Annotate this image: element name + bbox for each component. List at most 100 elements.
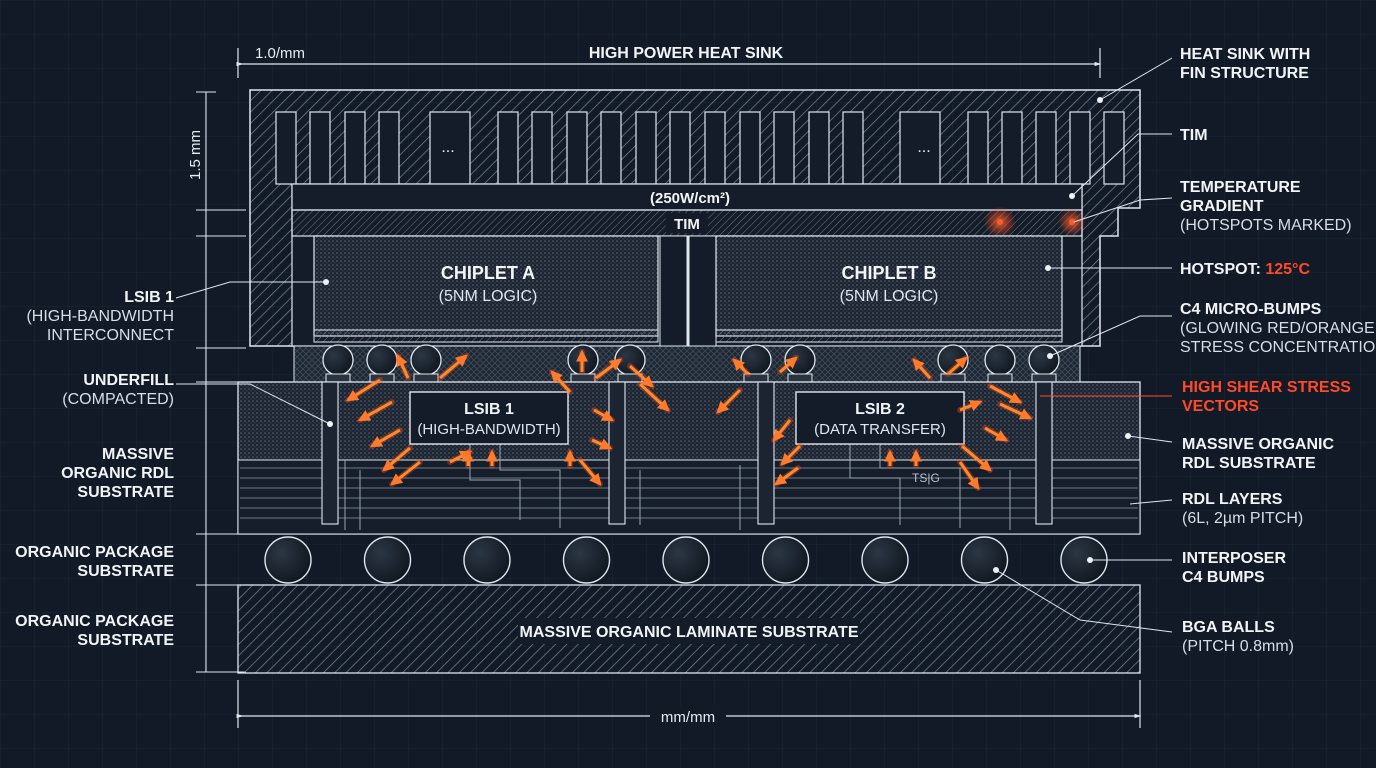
stress-arrow bbox=[780, 444, 802, 466]
label-high-shear-stress: HIGH SHEAR STRESS VECTORS bbox=[1182, 378, 1351, 416]
bottom-scale-bg bbox=[650, 706, 726, 726]
label-shear-line2: VECTORS bbox=[1182, 398, 1260, 415]
micro-bump-pad bbox=[325, 373, 351, 383]
chiplet-a-subtitle: (5NM LOGIC) bbox=[439, 288, 538, 305]
label-bga-line2: (PITCH 0.8mm) bbox=[1182, 638, 1294, 655]
fin-slot bbox=[566, 111, 588, 185]
fin-slot bbox=[1103, 111, 1125, 185]
label-pkg2-line2: SUBSTRATE bbox=[77, 632, 174, 649]
stress-arrow bbox=[984, 426, 1009, 442]
label-lsib1-line1: LSIB 1 bbox=[124, 289, 174, 306]
stress-arrow bbox=[716, 388, 742, 414]
bga-ball bbox=[761, 536, 810, 584]
fin-slot bbox=[635, 111, 657, 185]
fin-slot bbox=[669, 111, 691, 185]
top-scale-label: 1.0/mm bbox=[255, 45, 305, 62]
label-heatsink-line1: HEAT SINK WITH bbox=[1180, 46, 1311, 63]
stress-arrow bbox=[550, 370, 572, 394]
rdl-substrate bbox=[237, 381, 1141, 535]
stress-arrow bbox=[628, 364, 654, 388]
rdl-route bbox=[879, 444, 961, 528]
stress-arrow bbox=[638, 382, 670, 412]
label-underfill: UNDERFILL (COMPACTED) bbox=[62, 371, 174, 409]
stress-arrow bbox=[999, 402, 1033, 420]
bga-ball bbox=[861, 536, 909, 584]
fin-ellipsis-right: ... bbox=[917, 139, 930, 156]
label-c4-micro-bumps: C4 MICRO-BUMPS (GLOWING RED/ORANGE STRES… bbox=[1180, 300, 1376, 357]
leader-lines bbox=[175, 57, 1173, 633]
rdl-route bbox=[499, 444, 561, 528]
fin-slot bbox=[378, 111, 400, 185]
fin-slot bbox=[275, 111, 297, 185]
stress-arrow bbox=[732, 358, 750, 376]
through-via bbox=[757, 381, 775, 525]
through-via bbox=[321, 381, 339, 525]
label-underfill-line2: (COMPACTED) bbox=[62, 391, 174, 408]
label-temp-line2: GRADIENT bbox=[1180, 198, 1264, 215]
fin-slot bbox=[1001, 111, 1023, 185]
top-dimension bbox=[236, 48, 1102, 78]
label-temperature-gradient: TEMPERATURE GRADIENT (HOTSPOTS MARKED) bbox=[1180, 178, 1352, 235]
leader-dots bbox=[323, 97, 1131, 573]
label-pkg2-line1: ORGANIC PACKAGE bbox=[15, 613, 174, 630]
label-c4-line3: STRESS CONCENTRATION) bbox=[1180, 339, 1376, 356]
micro-bump bbox=[984, 344, 1016, 376]
micro-bump-pad bbox=[987, 373, 1013, 383]
fin-slot bbox=[808, 111, 830, 185]
chiplet-b bbox=[715, 235, 1063, 343]
heat-sink-fins bbox=[275, 111, 1125, 185]
bga-ball bbox=[662, 536, 710, 584]
lsib2-subtitle: (DATA TRANSFER) bbox=[814, 421, 946, 438]
stress-arrow bbox=[989, 384, 1023, 404]
label-tim: TIM bbox=[1180, 126, 1208, 145]
micro-bump-pad bbox=[787, 373, 813, 383]
tsv-tag: TS|G bbox=[912, 471, 940, 485]
label-temp-line1: TEMPERATURE bbox=[1180, 179, 1301, 196]
through-via bbox=[608, 381, 626, 525]
fin-slot bbox=[1069, 111, 1091, 185]
label-c4-line2: (GLOWING RED/ORANGE bbox=[1180, 320, 1375, 337]
stress-arrow bbox=[345, 378, 381, 402]
stress-arrow bbox=[382, 446, 411, 472]
label-bga-balls: BGA BALLS (PITCH 0.8mm) bbox=[1182, 618, 1294, 656]
micro-bump-pad bbox=[940, 373, 966, 383]
micro-bump bbox=[322, 344, 354, 376]
label-rdl-sub-line1: MASSIVE ORGANIC bbox=[1182, 436, 1335, 453]
stress-arrow bbox=[396, 353, 410, 379]
bga-ball bbox=[463, 536, 511, 584]
micro-bump-pad bbox=[570, 373, 596, 383]
lsib2-title: LSIB 2 bbox=[855, 401, 905, 418]
label-heat-sink-fins: HEAT SINK WITH FIN STRUCTURE bbox=[1180, 45, 1310, 83]
chiplet-a-title: CHIPLET A bbox=[441, 263, 535, 283]
label-massive-line3: SUBSTRATE bbox=[77, 484, 174, 501]
stress-arrow bbox=[390, 460, 421, 486]
fin-slot-wide bbox=[899, 111, 941, 185]
label-pkg1-line1: ORGANIC PACKAGE bbox=[15, 544, 174, 561]
laminate-label-bg bbox=[518, 618, 860, 644]
label-heatsink-line2: FIN STRUCTURE bbox=[1180, 65, 1309, 82]
fin-slot-wide bbox=[429, 111, 471, 185]
label-interposer-c4: INTERPOSER C4 BUMPS bbox=[1182, 549, 1286, 587]
label-temp-line3: (HOTSPOTS MARKED) bbox=[1180, 217, 1352, 234]
bga-ball bbox=[264, 536, 312, 584]
c4-micro-bumps bbox=[322, 344, 1060, 383]
stress-arrow bbox=[357, 400, 393, 422]
stress-arrow bbox=[772, 419, 792, 442]
label-organic-package-2: ORGANIC PACKAGE SUBSTRATE bbox=[15, 612, 174, 650]
stress-arrow bbox=[439, 354, 468, 380]
bga-ball bbox=[562, 536, 611, 584]
label-hotspot: HOTSPOT: 125°C bbox=[1180, 260, 1310, 279]
left-scale-label: 1.5 mm bbox=[187, 130, 204, 180]
label-organic-package-1: ORGANIC PACKAGE SUBSTRATE bbox=[15, 543, 174, 581]
label-lsib1-line3: INTERCONNECT bbox=[46, 327, 174, 344]
rdl-route bbox=[849, 444, 901, 525]
lsib1-subtitle: (HIGH-BANDWIDTH) bbox=[417, 421, 560, 438]
fin-slot bbox=[1035, 111, 1057, 185]
fin-slot bbox=[600, 111, 622, 185]
label-bga-line1: BGA BALLS bbox=[1182, 619, 1275, 636]
tim-label-bg bbox=[666, 213, 708, 233]
lsib2-box bbox=[795, 391, 965, 445]
label-massive-line1: MASSIVE bbox=[101, 446, 174, 463]
fin-ellipsis-left: ... bbox=[441, 139, 454, 156]
power-density-label: (250W/cm²) bbox=[650, 190, 730, 207]
